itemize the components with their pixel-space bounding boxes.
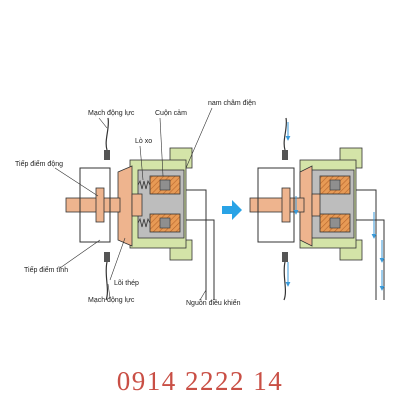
leader-lines — [54, 107, 213, 301]
control-wire-2 — [186, 219, 215, 300]
control-wire-2-on — [356, 219, 385, 300]
terminal-top — [104, 150, 110, 160]
label-control-source: Nguồn điều khiển — [186, 298, 241, 307]
terminal-top-on — [282, 150, 288, 160]
contactor-diagram: Mạch động lực Cuộn cảm nam châm điện Lò … — [15, 100, 385, 307]
core-lower-on — [329, 217, 341, 229]
spring-lower — [137, 217, 151, 228]
armature-on — [299, 165, 313, 247]
main-wire-bottom-on — [283, 261, 287, 301]
phone-number: 0914 2222 14 — [116, 366, 284, 396]
core-lower — [159, 217, 171, 229]
spring-upper — [137, 179, 151, 190]
contact-frame-on — [257, 167, 295, 243]
armature — [117, 165, 133, 247]
main-wire-bottom — [105, 261, 109, 301]
terminal-bottom — [104, 252, 110, 262]
armature-center-on — [311, 193, 321, 217]
label-coil: Cuộn cảm — [155, 110, 187, 117]
contactor-off-state — [65, 117, 215, 301]
core-upper — [159, 179, 171, 191]
label-fixed-contact: Tiếp điểm tĩnh — [24, 265, 68, 274]
transition-arrow — [222, 200, 242, 220]
contact-plunger — [65, 197, 121, 213]
label-moving-contact: Tiếp điểm động — [15, 159, 63, 168]
label-steel-core: Lõi thép — [114, 280, 139, 287]
control-wire-1-on — [356, 189, 377, 300]
moving-contact-bar — [95, 187, 105, 223]
label-electromagnet: nam châm điện — [208, 100, 256, 107]
contact-frame — [79, 167, 111, 243]
current-flow-arrows — [285, 122, 385, 291]
main-wire-top — [105, 117, 110, 151]
terminal-bottom-on — [282, 252, 288, 262]
label-spring: Lò xo — [135, 138, 152, 145]
moving-contact-bar-on — [281, 187, 291, 223]
core-upper-on — [329, 179, 341, 191]
label-main-circuit-bottom: Mạch động lực — [88, 297, 135, 304]
control-wire-1 — [186, 189, 207, 300]
armature-center — [131, 193, 143, 217]
main-wire-top-on — [283, 117, 288, 151]
contact-plunger-on — [249, 197, 305, 213]
contactor-on-state — [249, 117, 385, 301]
label-main-circuit-top: Mạch động lực — [88, 110, 135, 117]
